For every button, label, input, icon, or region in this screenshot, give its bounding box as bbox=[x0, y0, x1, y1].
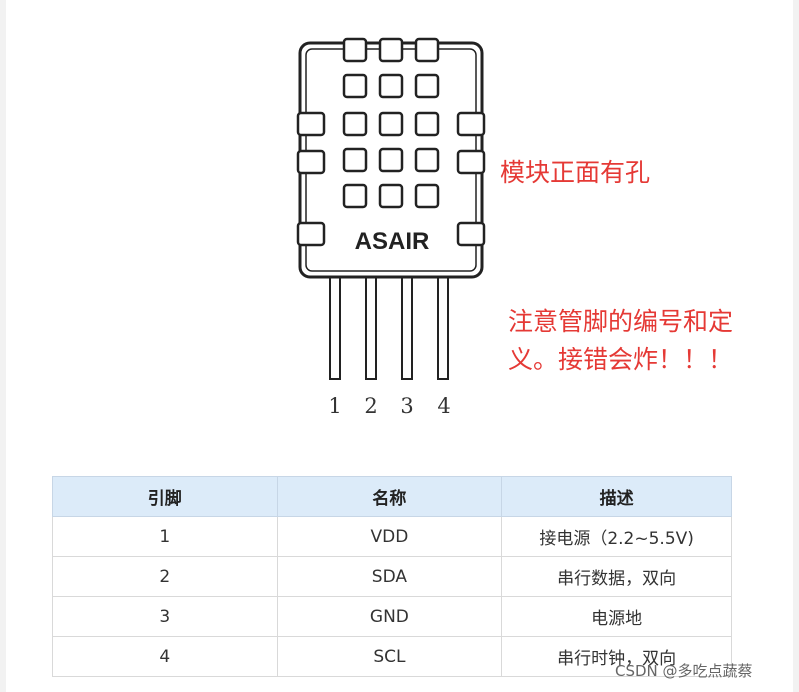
cell-pin: 3 bbox=[52, 596, 278, 637]
cell-pin: 4 bbox=[52, 636, 278, 677]
cell-description: 串行时钟，双向 bbox=[501, 636, 732, 677]
cell-name: SCL bbox=[276, 636, 503, 677]
sensor-diagram: ASAIR bbox=[296, 37, 486, 380]
pin-number-2: 2 bbox=[364, 394, 378, 418]
table-row: 1 VDD 接电源（2.2~5.5V) bbox=[52, 516, 732, 557]
left-margin bbox=[0, 0, 6, 692]
cell-name: GND bbox=[276, 596, 503, 637]
sensor-leads bbox=[329, 276, 449, 380]
lead-3 bbox=[401, 276, 413, 380]
lead-1 bbox=[329, 276, 341, 380]
table-row: 2 SDA 串行数据，双向 bbox=[52, 556, 732, 597]
vent-holes bbox=[342, 73, 440, 209]
pin-warning-note: 注意管脚的编号和定 义。接错会炸！！！ bbox=[508, 303, 733, 379]
header-description: 描述 bbox=[501, 476, 732, 517]
pin-definition-table: 引脚 名称 描述 1 VDD 接电源（2.2~5.5V) 2 SDA 串行数据，… bbox=[52, 476, 732, 677]
table-row: 4 SCL 串行时钟，双向 bbox=[52, 636, 732, 677]
lead-4 bbox=[437, 276, 449, 380]
table-header-row: 引脚 名称 描述 bbox=[52, 476, 732, 517]
side-notches bbox=[296, 111, 486, 247]
cell-description: 接电源（2.2~5.5V) bbox=[501, 516, 732, 557]
cell-name: SDA bbox=[276, 556, 503, 597]
right-margin bbox=[793, 0, 799, 692]
cell-pin: 2 bbox=[52, 556, 278, 597]
pin-number-4: 4 bbox=[437, 394, 451, 418]
lead-2 bbox=[365, 276, 377, 380]
pin-number-3: 3 bbox=[400, 394, 414, 418]
cell-description: 电源地 bbox=[501, 596, 732, 637]
table-row: 3 GND 电源地 bbox=[52, 596, 732, 637]
header-pin: 引脚 bbox=[52, 476, 278, 517]
sensor-brand: ASAIR bbox=[355, 228, 430, 255]
cell-pin: 1 bbox=[52, 516, 278, 557]
cell-description: 串行数据，双向 bbox=[501, 556, 732, 597]
top-notches bbox=[342, 37, 440, 63]
front-hole-note: 模块正面有孔 bbox=[500, 158, 651, 187]
pin-warning-line-1: 注意管脚的编号和定 bbox=[508, 307, 734, 336]
source-watermark: CSDN @多吃点蔬蔡 bbox=[615, 662, 753, 680]
cell-name: VDD bbox=[276, 516, 503, 557]
header-name: 名称 bbox=[276, 476, 503, 517]
pin-warning-line-2: 义。接错会炸！！！ bbox=[508, 345, 734, 374]
pin-number-1: 1 bbox=[328, 394, 342, 418]
